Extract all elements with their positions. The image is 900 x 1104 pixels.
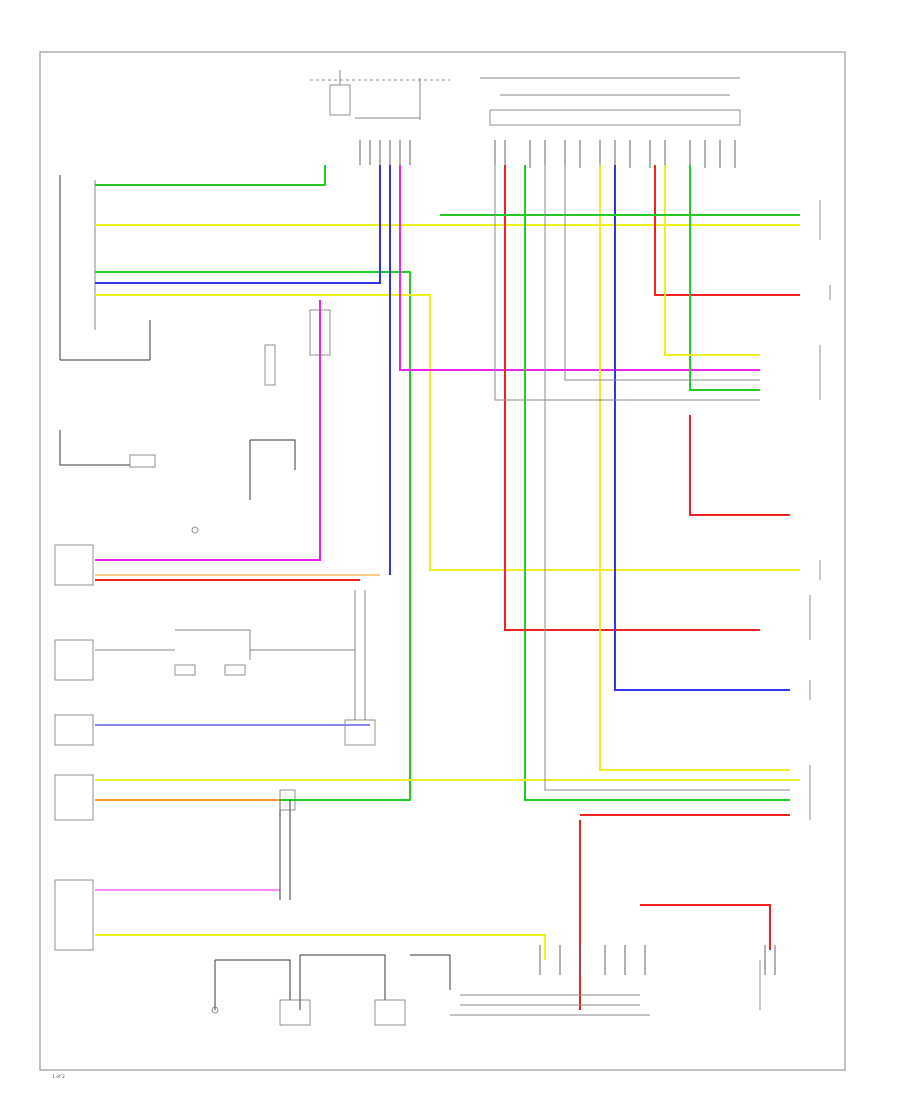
page-number: 1 of 2 bbox=[52, 1074, 65, 1080]
top-connector-pins bbox=[359, 140, 736, 168]
black-wires bbox=[59, 430, 451, 1010]
red-wire-5 bbox=[640, 904, 771, 950]
green-wire-2 bbox=[95, 271, 411, 801]
right-junction-block bbox=[480, 77, 741, 126]
right-connector-stubs bbox=[759, 200, 831, 1010]
red-wire-2 bbox=[654, 165, 800, 296]
bottom-connector-pins bbox=[539, 945, 776, 975]
green-wire-3 bbox=[524, 165, 790, 801]
red-wire-4 bbox=[579, 814, 790, 1010]
green-wire-1 bbox=[95, 165, 326, 186]
top-fuse-block bbox=[310, 70, 450, 120]
magenta-wire-2 bbox=[399, 165, 760, 371]
blue-wire-3 bbox=[614, 165, 790, 691]
green-wire-4 bbox=[689, 165, 760, 391]
components bbox=[54, 309, 406, 1026]
left-ecu-connector bbox=[59, 175, 151, 361]
yellow-wire-6 bbox=[95, 934, 546, 960]
blue-wire-1 bbox=[95, 165, 381, 284]
yellow-wire-3 bbox=[599, 165, 790, 771]
yellow-wire-2 bbox=[95, 294, 800, 571]
gray-wires bbox=[95, 165, 790, 1016]
magenta-wire-1 bbox=[95, 300, 321, 561]
red-wire-1 bbox=[504, 165, 760, 631]
red-wire-3 bbox=[689, 415, 790, 516]
yellow-wire-4 bbox=[664, 165, 760, 356]
diagram-frame bbox=[39, 51, 846, 1071]
